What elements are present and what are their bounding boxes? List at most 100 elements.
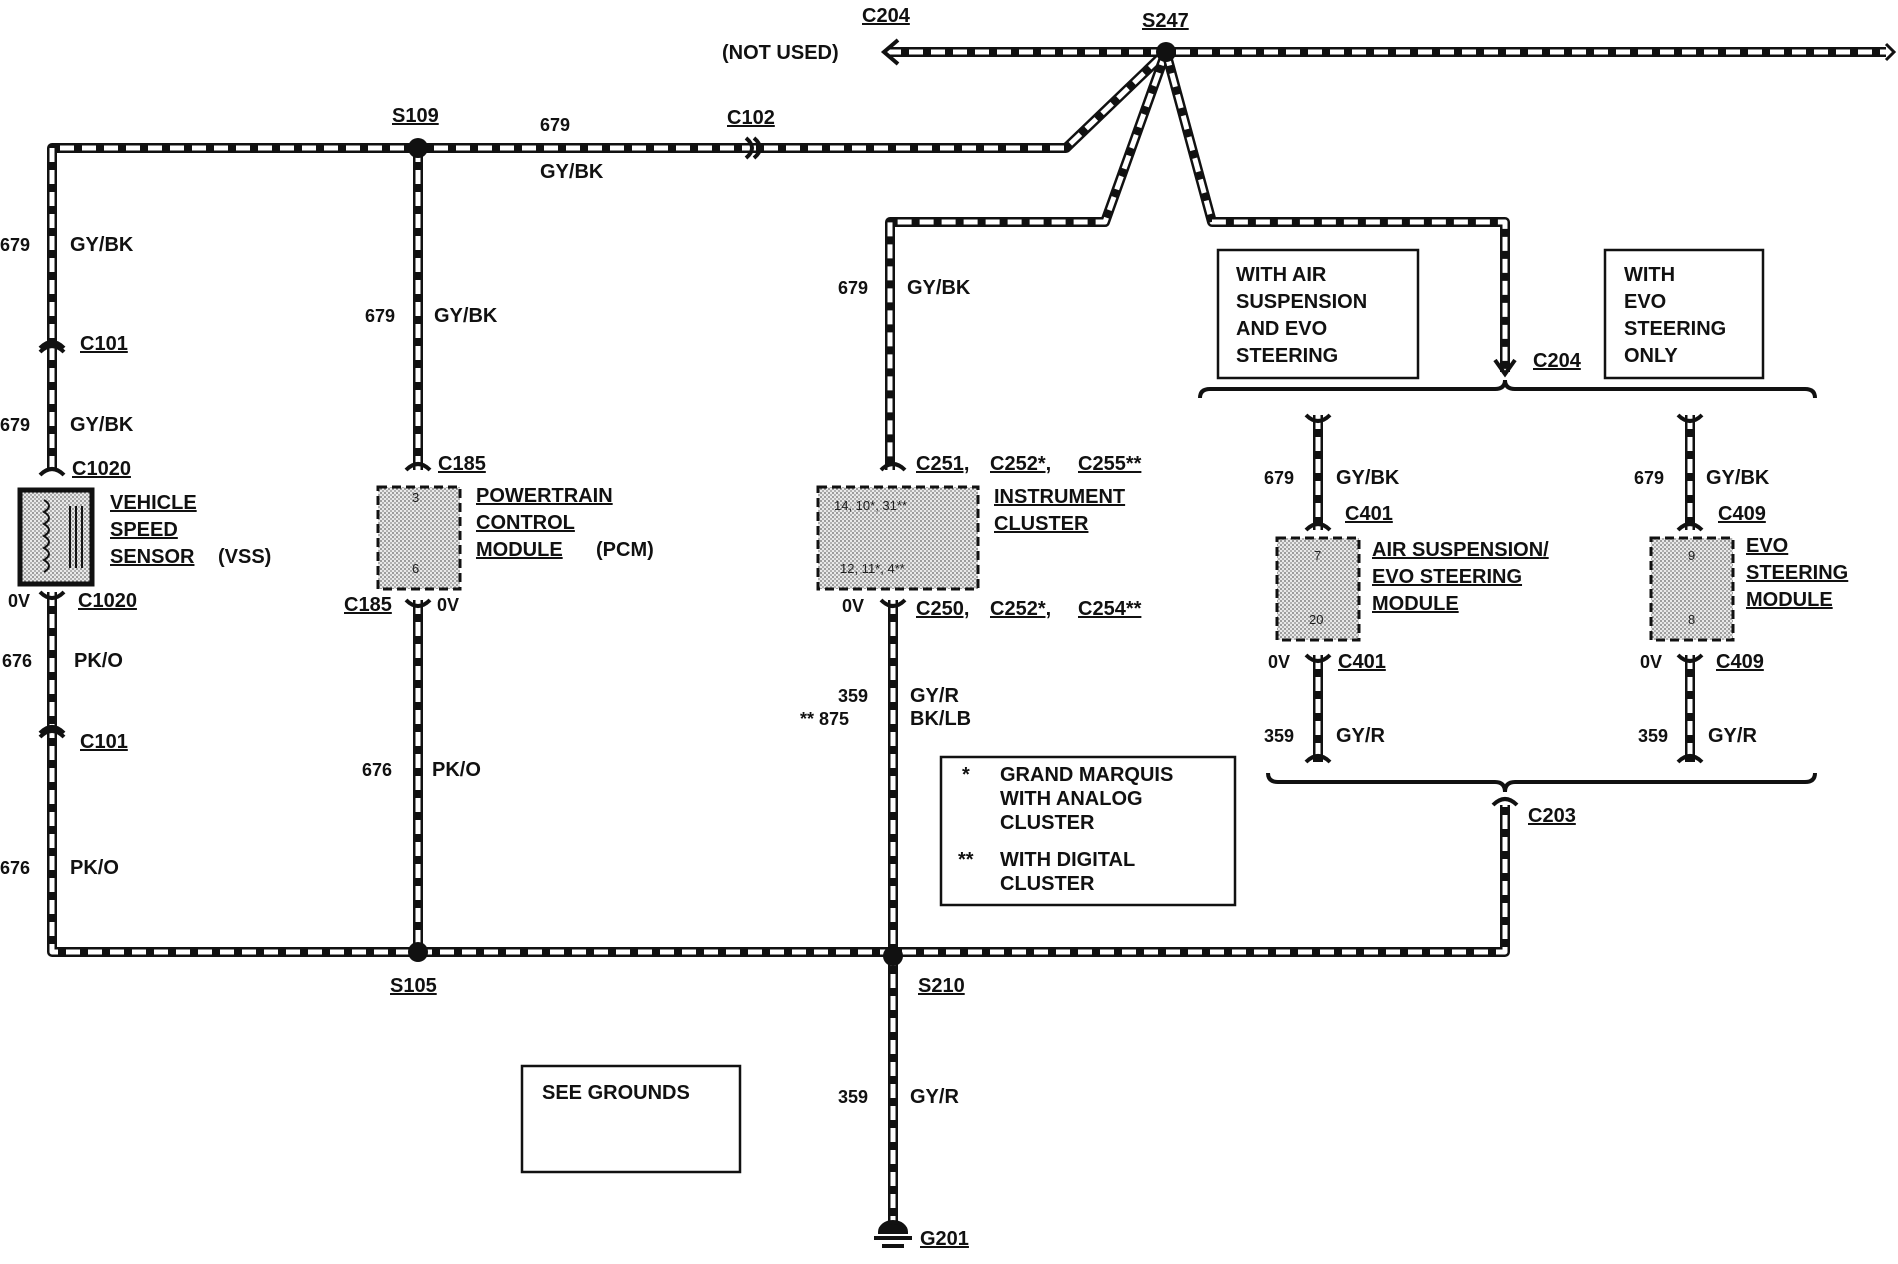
asm-zero-v: 0V	[1268, 652, 1290, 672]
c409-b-symbol	[1676, 653, 1704, 764]
s247-label: S247	[1142, 10, 1189, 32]
c255-label: C255**	[1078, 453, 1142, 475]
air-suspension-module-component	[1275, 536, 1361, 642]
see-grounds-label: SEE GROUNDS	[542, 1082, 690, 1104]
with-evo-line4: ONLY	[1624, 345, 1678, 367]
with-evo-line3: STEERING	[1624, 318, 1726, 340]
vss-name-line3: SENSOR	[110, 546, 195, 568]
asm-wire-359-number: 359	[1264, 726, 1294, 746]
c251-symbol	[879, 462, 907, 472]
with-air-line3: AND EVO	[1236, 318, 1327, 340]
wire-679-ic	[885, 50, 1171, 470]
legend-note1-line1: GRAND MARQUIS	[1000, 764, 1173, 786]
vss-wire-676b-number: 676	[0, 858, 30, 878]
pcm-zero-v: 0V	[437, 595, 459, 615]
c102-label: C102	[727, 107, 775, 129]
evo-wire-679-number: 679	[1634, 468, 1664, 488]
ic-wire-359-number: 359	[838, 686, 868, 706]
c252b-label: C252*,	[990, 598, 1051, 620]
pcm-component	[376, 485, 462, 591]
c409-a-symbol	[1676, 413, 1704, 532]
evo-zero-v: 0V	[1640, 652, 1662, 672]
evo-name-line3: MODULE	[1746, 589, 1833, 611]
ic-wire-gyr-color: GY/R	[910, 685, 959, 707]
c409-a-label: C409	[1718, 503, 1766, 525]
g201-label: G201	[920, 1228, 969, 1250]
asm-wire-gyr-color: GY/R	[1336, 725, 1385, 747]
evo-name-line2: STEERING	[1746, 562, 1848, 584]
instrument-cluster-component	[816, 485, 980, 591]
ic-zero-v: 0V	[842, 596, 864, 616]
c204-top-label: C204	[862, 5, 911, 27]
connector-symbols	[38, 136, 1704, 807]
legend-note2-line2: CLUSTER	[1000, 873, 1095, 895]
c101-b-symbol	[38, 725, 66, 739]
pcm-wire-679-number: 679	[365, 306, 395, 326]
c203-symbol	[1491, 797, 1519, 807]
with-air-box	[1216, 248, 1420, 380]
ic-pins-bottom: 12, 11*, 4**	[840, 561, 905, 576]
evo-wire-gyr-color: GY/R	[1708, 725, 1757, 747]
c185-a-label: C185	[438, 453, 486, 475]
vss-component	[17, 487, 95, 587]
ic-name-line1: INSTRUMENT	[994, 486, 1125, 508]
c203-label: C203	[1528, 805, 1576, 827]
asm-wire-gybk-color: GY/BK	[1336, 467, 1400, 489]
wire-676-vss	[47, 592, 1510, 957]
c251-label: C251,	[916, 453, 969, 475]
c1020-a-label: C1020	[72, 458, 131, 480]
ground-icon	[874, 1220, 912, 1248]
pcm-name-line1: POWERTRAIN	[476, 485, 613, 507]
evo-wire-gybk-color: GY/BK	[1706, 467, 1770, 489]
legend-star1: *	[962, 764, 970, 786]
labels: C204 (NOT USED) S247 S109 679 GY/BK C102…	[0, 5, 1848, 1250]
vss-wire-676-number: 676	[2, 651, 32, 671]
legend-note1-line2: WITH ANALOG	[1000, 788, 1143, 810]
c204-arrow	[1493, 358, 1517, 378]
with-air-line2: SUSPENSION	[1236, 291, 1367, 313]
ground-wire-gyr-color: GY/R	[910, 1086, 959, 1108]
pcm-pin-top: 3	[412, 490, 419, 505]
c401-a-label: C401	[1345, 503, 1393, 525]
legend-note2-line1: WITH DIGITAL	[1000, 849, 1135, 871]
with-evo-line1: WITH	[1624, 264, 1675, 286]
splice-s210-dot	[883, 946, 903, 966]
c409-b-label: C409	[1716, 651, 1764, 673]
vss-abbr: (VSS)	[218, 546, 271, 568]
pcm-wire-gybk-color: GY/BK	[434, 305, 498, 327]
wire-679-c204	[1161, 50, 1510, 372]
pcm-abbr: (PCM)	[596, 539, 654, 561]
ic-pins-top: 14, 10*, 31**	[834, 498, 907, 513]
asm-pin-top: 7	[1314, 548, 1321, 563]
see-grounds-box	[520, 1064, 742, 1174]
legend-box	[939, 755, 1237, 907]
c204-right-label: C204	[1533, 350, 1582, 372]
s210-label: S210	[918, 975, 965, 997]
pcm-name-line3: MODULE	[476, 539, 563, 561]
s109-label: S109	[392, 105, 439, 127]
c204-top-arrow	[880, 38, 900, 66]
c250-symbol	[879, 598, 907, 608]
asm-name-line3: MODULE	[1372, 593, 1459, 615]
c252a-label: C252*,	[990, 453, 1051, 475]
c185-a-symbol	[404, 462, 432, 472]
ic-wire-bklb-color: BK/LB	[910, 708, 971, 730]
splice-s109-dot	[408, 138, 428, 158]
s105-label: S105	[390, 975, 437, 997]
c250-label: C250,	[916, 598, 969, 620]
with-evo-line2: EVO	[1624, 291, 1666, 313]
vss-wire-gybk-b-color: GY/BK	[70, 414, 134, 436]
c185-b-symbol	[404, 598, 432, 608]
c101-a-label: C101	[80, 333, 128, 355]
vss-wire-pko-color: PK/O	[74, 650, 123, 672]
c101-a-symbol	[38, 340, 66, 354]
ground-wire-359-number: 359	[838, 1087, 868, 1107]
c204-top-right-end	[1884, 42, 1897, 62]
ic-wire-679-number: 679	[838, 278, 868, 298]
ic-name-line2: CLUSTER	[994, 513, 1089, 535]
pcm-pin-bottom: 6	[412, 561, 419, 576]
wire-679-top-number: 679	[540, 115, 570, 135]
c1020-b-label: C1020	[78, 590, 137, 612]
evo-name-line1: EVO	[1746, 535, 1788, 557]
